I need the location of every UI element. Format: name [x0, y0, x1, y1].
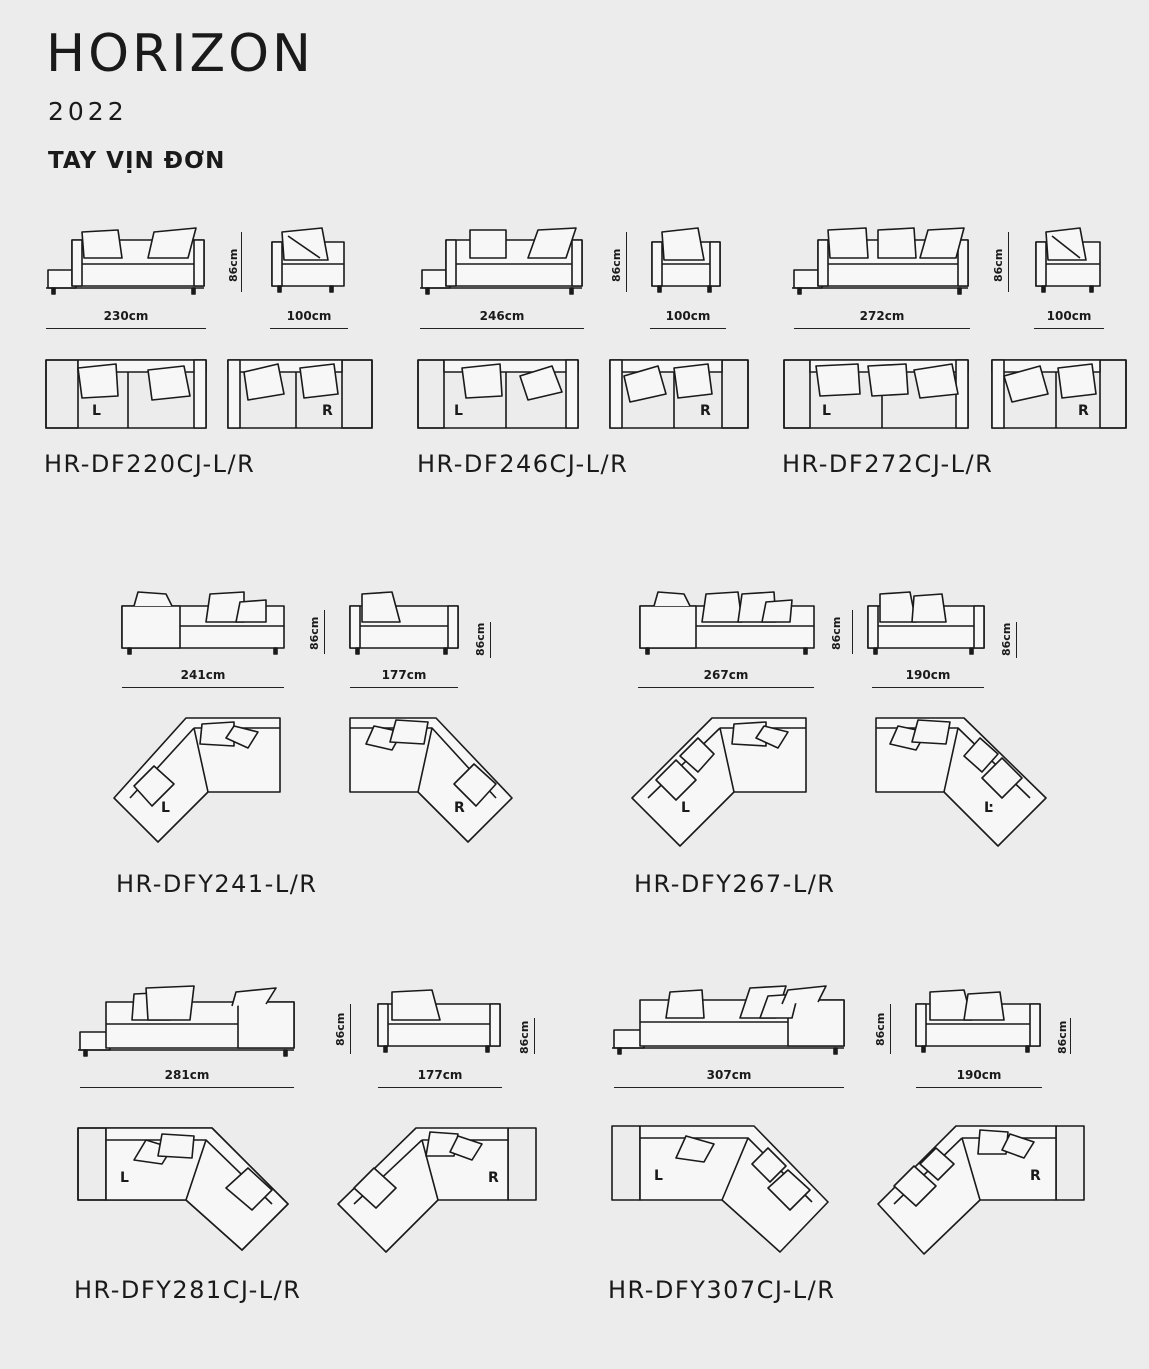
chair-front-view — [1035, 227, 1101, 293]
left-tag: L — [161, 800, 170, 816]
sofa-top-view-right — [609, 359, 749, 429]
side-width-dim: 190cm — [956, 1068, 1002, 1082]
right-tag: R — [1030, 1168, 1041, 1184]
right-tag: R — [488, 1170, 499, 1186]
brand-title: HORIZON — [46, 24, 314, 84]
right-tag: R — [1078, 403, 1089, 419]
side-width-dim: 100cm — [1046, 309, 1092, 323]
height-dim: 86cm — [474, 622, 487, 656]
height-dim: 86cm — [610, 248, 623, 282]
height-dim: 86cm — [518, 1020, 531, 1054]
right-tag: R — [454, 800, 465, 816]
sofa-front-view — [792, 227, 969, 295]
main-width-dim: 230cm — [103, 309, 149, 323]
sofa-top-view-right — [227, 359, 373, 429]
model-code: HR-DF246CJ-L/R — [417, 450, 629, 478]
sofa-top-view-left — [45, 359, 207, 429]
side-width-dim: 177cm — [417, 1068, 463, 1082]
sofa-front-view — [121, 591, 285, 655]
chair-front-view — [271, 227, 345, 293]
sofa-top-view-left — [417, 359, 579, 429]
sofa-front-view — [46, 227, 205, 295]
corner-top-view-left — [77, 1127, 289, 1251]
height-dim: 86cm — [227, 248, 240, 282]
height-dim: 86cm — [874, 1012, 887, 1046]
corner-top-view-right — [349, 717, 513, 843]
main-width-dim: 246cm — [479, 309, 525, 323]
category-label: TAY VỊN ĐƠN — [48, 148, 226, 174]
corner-top-view-left — [113, 717, 281, 843]
model-code: HR-DFY307CJ-L/R — [608, 1276, 836, 1304]
sofa-top-view-right — [991, 359, 1127, 429]
left-tag: L — [654, 1168, 663, 1184]
corner-top-view-left — [631, 717, 807, 847]
chair-front-view — [349, 591, 459, 655]
corner-top-view-right — [337, 1127, 537, 1253]
sofa-front-view — [420, 227, 583, 295]
model-code: HR-DFY281CJ-L/R — [74, 1276, 302, 1304]
chair-front-view — [915, 989, 1041, 1053]
right-tag: Ŀ — [984, 800, 993, 816]
height-dim: 86cm — [992, 248, 1005, 282]
height-dim: 86cm — [1000, 622, 1013, 656]
corner-top-view-right — [877, 1125, 1085, 1255]
left-tag: L — [120, 1170, 129, 1186]
sofa-front-view — [78, 985, 295, 1057]
side-width-dim: 177cm — [381, 668, 427, 682]
left-tag: L — [454, 403, 463, 419]
main-width-dim: 267cm — [703, 668, 749, 682]
height-dim: 86cm — [308, 616, 321, 650]
height-dim: 86cm — [830, 616, 843, 650]
sofa-top-view-left — [783, 359, 969, 429]
right-tag: R — [322, 403, 333, 419]
height-dim: 86cm — [1056, 1020, 1069, 1054]
chair-front-view — [377, 989, 501, 1053]
year-label: 2022 — [48, 97, 128, 126]
height-dim: 86cm — [334, 1012, 347, 1046]
side-width-dim: 190cm — [905, 668, 951, 682]
main-width-dim: 241cm — [180, 668, 226, 682]
corner-top-view-left — [611, 1125, 829, 1253]
main-width-dim: 272cm — [859, 309, 905, 323]
left-tag: L — [822, 403, 831, 419]
side-width-dim: 100cm — [286, 309, 332, 323]
corner-top-view-right — [875, 717, 1047, 847]
chair-front-view — [867, 591, 985, 655]
chair-front-view — [651, 227, 721, 293]
main-width-dim: 281cm — [164, 1068, 210, 1082]
main-width-dim: 307cm — [706, 1068, 752, 1082]
side-width-dim: 100cm — [665, 309, 711, 323]
right-tag: R — [700, 403, 711, 419]
sofa-front-view — [639, 591, 815, 655]
model-code: HR-DF220CJ-L/R — [44, 450, 256, 478]
sofa-front-view — [612, 985, 845, 1055]
left-tag: L — [681, 800, 690, 816]
left-tag: L — [92, 403, 101, 419]
model-code: HR-DFY267-L/R — [634, 870, 836, 898]
model-code: HR-DF272CJ-L/R — [782, 450, 994, 478]
model-code: HR-DFY241-L/R — [116, 870, 318, 898]
